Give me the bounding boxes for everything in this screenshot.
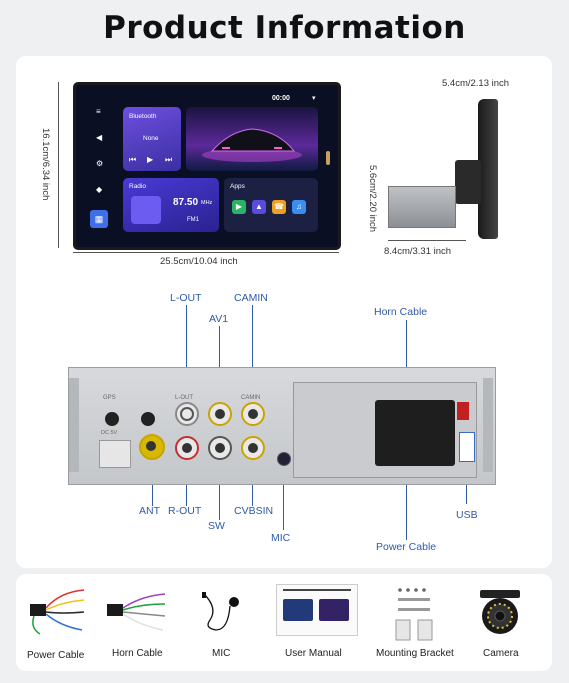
r-out-port: [175, 436, 199, 460]
accessory-label-power-cable: Power Cable: [27, 650, 85, 661]
left-bracket: [69, 378, 79, 472]
phone-app-icon[interactable]: ☎: [272, 200, 286, 214]
accessory-label-horn-cable: Horn Cable: [112, 648, 163, 659]
car-image-icon: [202, 128, 302, 162]
band: FM1: [187, 217, 199, 223]
navigation-icon[interactable]: ◆: [96, 185, 103, 194]
side-depth-label: 8.4cm/3.31 inch: [384, 246, 452, 257]
microphone-icon: [196, 590, 246, 639]
carplay-app-icon[interactable]: ▶: [232, 200, 246, 214]
usb-port: [459, 432, 475, 462]
wifi-icon: ▾: [312, 95, 316, 102]
ant-port: [139, 434, 165, 460]
callout-sw: SW: [208, 520, 225, 532]
android-auto-app-icon[interactable]: ▲: [252, 200, 266, 214]
music-app-icon[interactable]: ♫: [292, 200, 306, 214]
car-wallpaper: [186, 107, 318, 171]
height-dim-label: 16.1cm/6.34 inch: [40, 128, 51, 201]
home-grid-icon[interactable]: ▦: [90, 210, 108, 228]
width-dim-label: 25.5cm/10.04 inch: [160, 256, 238, 267]
sw-port: [208, 436, 232, 460]
frequency: 87.50: [173, 197, 199, 208]
accessory-label-camera: Camera: [483, 648, 519, 659]
radio-card[interactable]: Radio 87.50 MHz FM1: [123, 178, 219, 232]
page-title: Product Information: [103, 10, 466, 46]
callout-camin: CAMIN: [234, 292, 268, 304]
power-cable-icon: [26, 586, 88, 641]
line-mic: [283, 464, 284, 530]
side-screen: [478, 99, 498, 239]
frequency-unit: MHz: [201, 200, 213, 206]
callout-r-out: R-OUT: [168, 505, 202, 517]
callout-av1: AV1: [209, 313, 229, 325]
line-l-out: [186, 305, 187, 399]
extra-port: [141, 412, 155, 426]
gps-port: [105, 412, 119, 426]
line-power: [406, 452, 407, 540]
bluetooth-label: Bluetooth: [129, 113, 157, 120]
width-dim-line: [73, 252, 339, 253]
accessory-label-mounting-bracket: Mounting Bracket: [376, 648, 454, 659]
callout-mic: MIC: [271, 532, 291, 544]
line-av1: [219, 326, 220, 399]
right-bracket: [483, 378, 493, 472]
bracket-icon: [392, 586, 438, 649]
radio-waveform-icon: [131, 196, 161, 224]
camin-port: [241, 402, 265, 426]
camera-icon: [474, 586, 526, 645]
line-sw: [219, 460, 220, 520]
prev-icon[interactable]: ⏮: [129, 155, 137, 164]
line-horn: [406, 320, 407, 408]
accessory-label-mic: MIC: [212, 648, 231, 659]
radio-label: Radio: [129, 183, 146, 190]
l-out-port: [175, 402, 199, 426]
gps-port-label: GPS: [103, 395, 116, 401]
fuse: [457, 402, 469, 420]
dc-port-label: DC 5V: [101, 430, 118, 436]
camin-port-label: CAMIN: [241, 395, 261, 401]
side-chassis: [388, 186, 456, 228]
settings-icon[interactable]: ⚙: [96, 159, 104, 168]
clock: 00:00: [272, 95, 290, 102]
l-out-port-label: L-OUT: [175, 395, 193, 401]
height-dim-line: [58, 82, 59, 248]
side-height-label: 5.6cm/2.20 inch: [367, 165, 378, 233]
callout-power-cable: Power Cable: [376, 541, 437, 553]
callout-cvbsin: CVBSIN: [234, 505, 274, 517]
callout-ant: ANT: [139, 505, 160, 517]
bluetooth-card[interactable]: Bluetooth None ⏮ ▶ ⏭: [123, 107, 181, 171]
apps-label: Apps: [230, 183, 245, 190]
apps-card[interactable]: Apps ▶ ▲ ☎ ♫: [224, 178, 318, 232]
next-icon[interactable]: ⏭: [165, 155, 173, 164]
av1-port: [208, 402, 232, 426]
dc-connector: [99, 440, 131, 468]
callout-horn-cable: Horn Cable: [374, 306, 428, 318]
side-depth-line: [388, 240, 466, 241]
mic-port: [277, 452, 291, 466]
manual-icon: [276, 584, 358, 636]
callout-l-out-top: L-OUT: [170, 292, 202, 304]
side-bracket: [455, 160, 481, 204]
play-icon[interactable]: ▶: [147, 155, 154, 164]
horn-cable-icon: [105, 586, 167, 641]
accessory-label-user-manual: User Manual: [285, 648, 342, 659]
bluetooth-status: None: [143, 135, 159, 142]
head-unit-screen: 00:00 ▾ ≡ ◀ ⚙ ◆ ▦ Bluetooth None ⏮ ▶ ⏭ R…: [73, 82, 341, 250]
back-panel: GPS DC 5V L-OUT CAMIN: [68, 367, 496, 485]
line-camin: [252, 305, 253, 399]
callout-usb: USB: [456, 509, 478, 521]
home-button[interactable]: [326, 151, 330, 165]
screen-depth-label: 5.4cm/2.13 inch: [442, 78, 510, 89]
equalizer-icon[interactable]: ≡: [96, 107, 101, 116]
cvbsin-port: [241, 436, 265, 460]
harness-socket: [375, 400, 455, 466]
volume-icon[interactable]: ◀: [96, 133, 103, 142]
